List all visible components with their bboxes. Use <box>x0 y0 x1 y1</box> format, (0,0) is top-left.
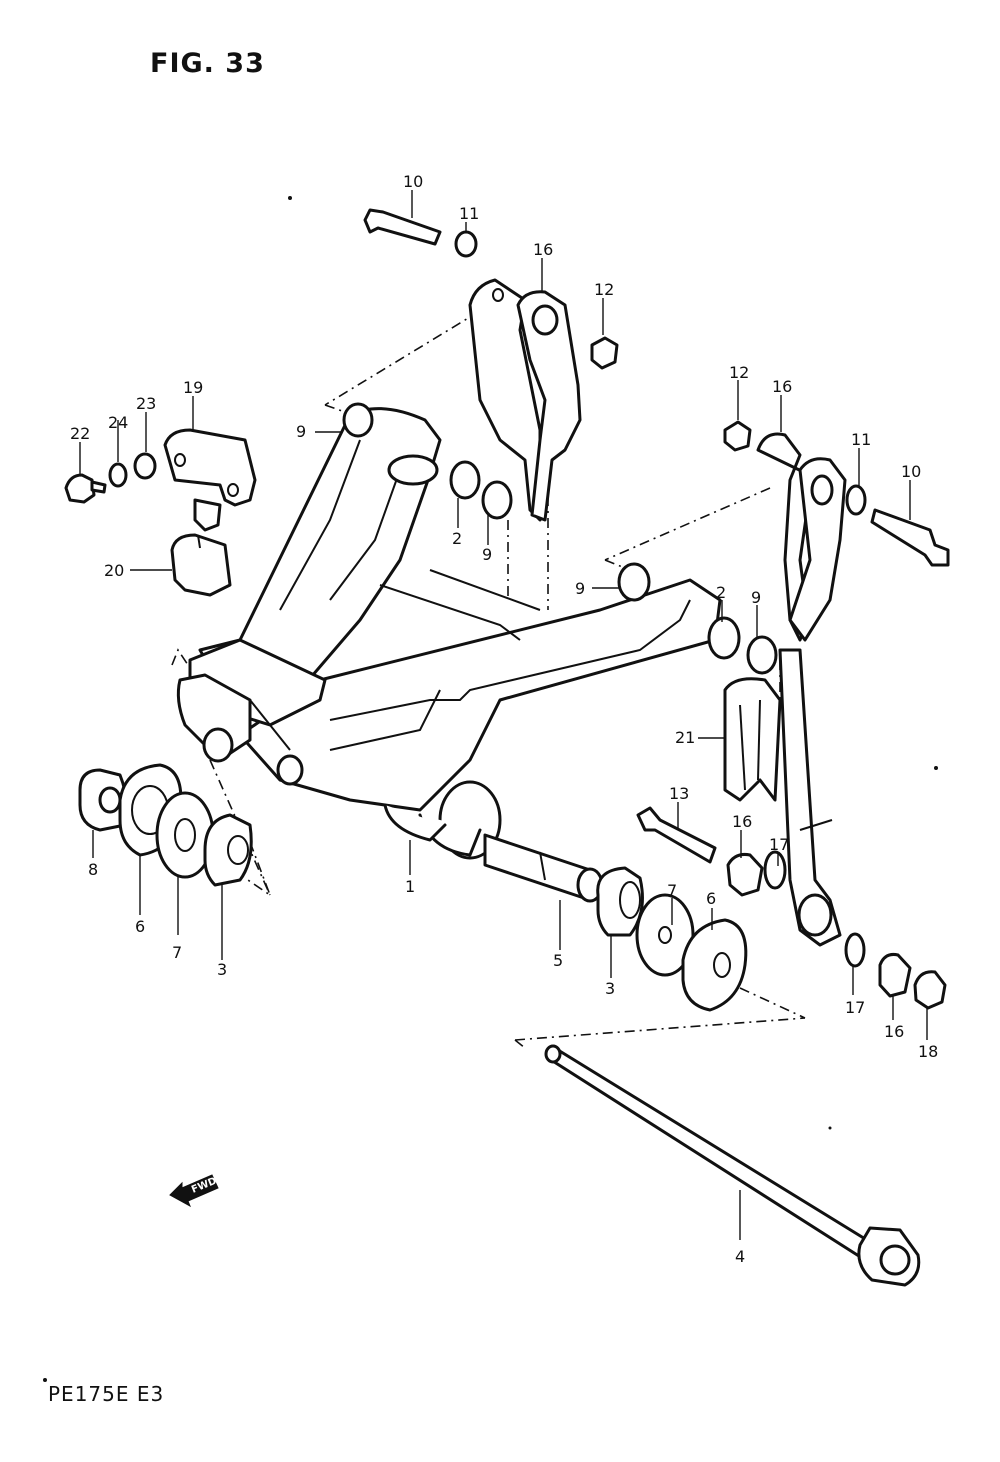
callout-13: 13 <box>669 784 689 803</box>
callout-9: 9 <box>482 545 492 564</box>
callout-8: 8 <box>88 860 98 879</box>
figure-title: FIG. 33 <box>150 48 265 79</box>
callout-11: 11 <box>851 430 871 449</box>
callout-11: 11 <box>459 204 479 223</box>
callout-23: 23 <box>136 394 156 413</box>
callout-5: 5 <box>553 951 563 970</box>
leader-lines <box>79 190 928 1240</box>
callout-3: 3 <box>605 979 615 998</box>
callout-6: 6 <box>135 917 145 936</box>
callout-20: 20 <box>104 561 124 580</box>
swing-arm <box>176 407 722 860</box>
callout-9: 9 <box>575 579 585 598</box>
callout-3: 3 <box>217 960 227 979</box>
callout-12: 12 <box>729 363 749 382</box>
chain-guide <box>723 677 782 802</box>
callout-7: 7 <box>667 881 677 900</box>
callout-labels: 10 11 16 12 12 16 11 10 19 23 24 22 20 9… <box>70 172 938 1266</box>
fwd-arrow: FWD <box>169 1174 219 1208</box>
callout-1: 1 <box>405 877 415 896</box>
callout-19: 19 <box>183 378 203 397</box>
callout-10: 10 <box>403 172 423 191</box>
callout-4: 4 <box>735 1247 745 1266</box>
callout-16: 16 <box>884 1022 904 1041</box>
callout-7: 7 <box>172 943 182 962</box>
callout-16: 16 <box>732 812 752 831</box>
model-code: PE175E E3 <box>48 1382 165 1406</box>
callout-9: 9 <box>751 588 761 607</box>
callout-22: 22 <box>70 424 90 443</box>
callout-9: 9 <box>296 422 306 441</box>
callout-18: 18 <box>918 1042 938 1061</box>
callout-10: 10 <box>901 462 921 481</box>
callout-6: 6 <box>706 889 716 908</box>
print-specks <box>43 196 938 1382</box>
callout-2: 2 <box>716 583 726 602</box>
stopper-parts <box>64 428 257 597</box>
pivot-shaft <box>483 833 604 903</box>
callout-2: 2 <box>452 529 462 548</box>
callout-24: 24 <box>108 413 128 432</box>
callout-15: 16 <box>533 240 553 259</box>
left-mount-bracket <box>342 208 619 522</box>
callout-14: 16 <box>772 377 792 396</box>
axle-bolt <box>544 1044 921 1287</box>
callout-21: 21 <box>675 728 695 747</box>
callout-17: 17 <box>769 835 789 854</box>
callout-17: 17 <box>845 998 865 1017</box>
torque-rod <box>778 648 842 947</box>
left-pivot-hardware <box>78 763 253 887</box>
right-pivot-hardware <box>596 866 748 1012</box>
rod-hardware <box>636 806 947 1010</box>
callout-12: 12 <box>594 280 614 299</box>
right-mount-bracket <box>617 420 950 675</box>
